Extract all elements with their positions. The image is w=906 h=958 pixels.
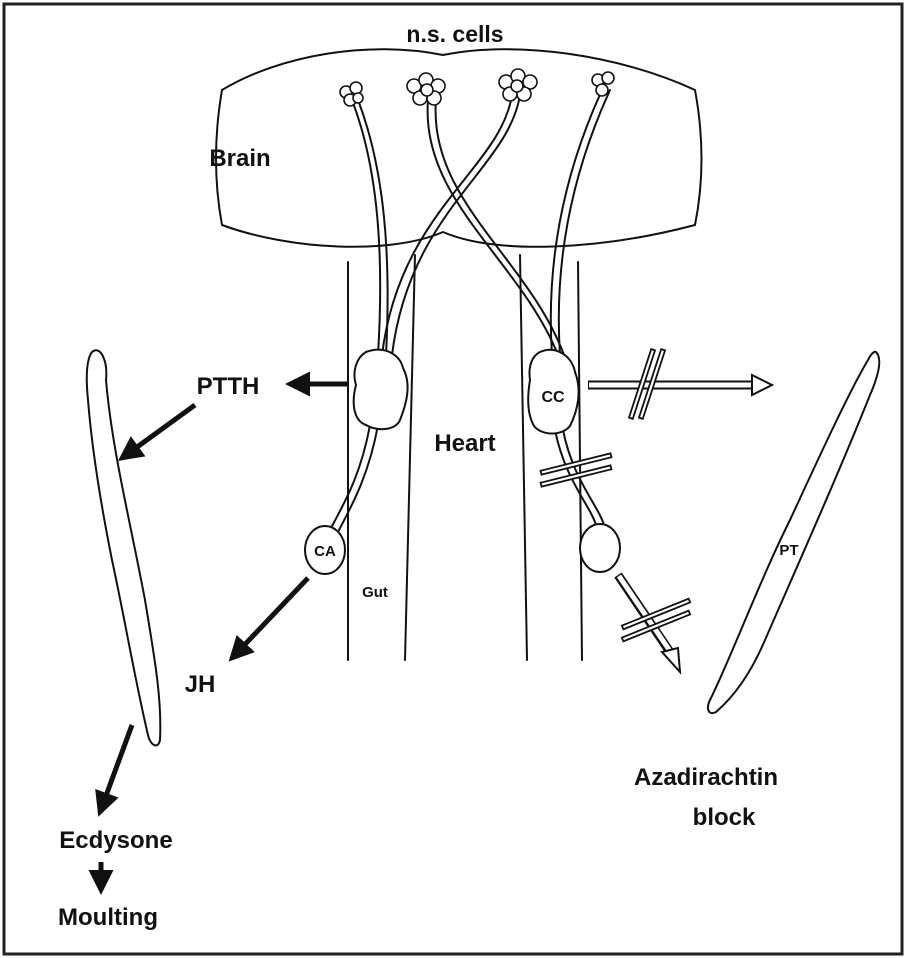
ns-cell-cluster-4 [592, 72, 614, 96]
ptth-to-pg-arrow [122, 405, 195, 458]
moulting-label: Moulting [58, 904, 158, 931]
blocked-ptth-arrow [588, 375, 772, 395]
prothoracic-gland-left [87, 350, 161, 745]
ns-cell-cluster-1 [340, 82, 363, 106]
corpus-allatum-right [580, 524, 620, 572]
block-label: block [693, 804, 756, 831]
heart-label: Heart [434, 430, 495, 457]
ns-cells-label: n.s. cells [406, 21, 503, 47]
ca-label: CA [314, 543, 336, 560]
jh-release-arrow [232, 578, 308, 658]
figure-frame [4, 4, 902, 954]
brain-label: Brain [209, 145, 270, 172]
jh-label: JH [185, 671, 216, 698]
azadirachtin-label: Azadirachtin [634, 764, 778, 791]
pt-label: PT [779, 542, 798, 559]
prothoracic-gland-right [708, 352, 879, 713]
ecdysone-label: Ecdysone [59, 827, 172, 854]
gut-label: Gut [362, 584, 388, 601]
corpus-cardiacum-left [354, 350, 408, 429]
brain-outline [216, 49, 702, 247]
cc-label: CC [541, 389, 565, 406]
ptth-label: PTTH [197, 373, 260, 400]
ns-cell-cluster-2 [407, 73, 445, 105]
ns-cell-cluster-3 [499, 69, 537, 101]
ecdysone-release-arrow [100, 725, 132, 812]
